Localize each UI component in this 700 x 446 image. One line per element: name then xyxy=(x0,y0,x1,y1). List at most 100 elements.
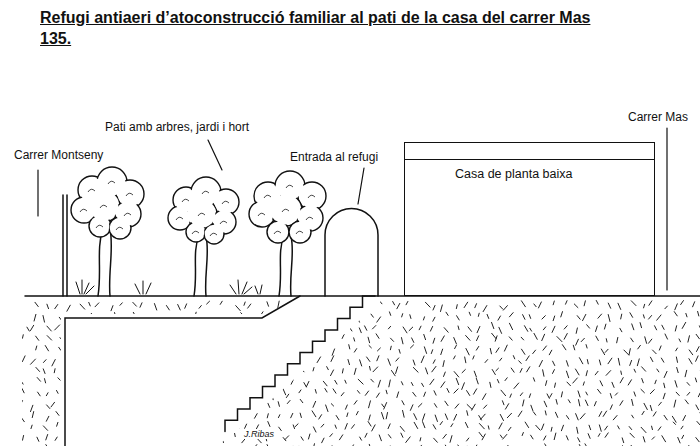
hatch-stroke xyxy=(120,378,121,382)
hatch-stroke xyxy=(111,434,114,438)
hatch-stroke xyxy=(324,317,327,321)
hatch-stroke xyxy=(386,390,387,394)
hatch-stroke xyxy=(331,403,334,406)
hatch-stroke xyxy=(380,301,383,304)
hatch-stroke xyxy=(566,415,569,419)
hatch-stroke xyxy=(675,303,678,310)
stairs xyxy=(225,296,375,432)
hatch-stroke xyxy=(377,348,380,351)
hatch-stroke xyxy=(568,399,570,403)
hatch-stroke xyxy=(261,345,262,351)
hatch-stroke xyxy=(579,357,583,364)
hatch-stroke xyxy=(153,401,156,407)
hatch-stroke xyxy=(301,369,304,372)
hatch-stroke xyxy=(630,433,635,438)
hatch-stroke xyxy=(369,444,370,446)
hatch-stroke xyxy=(300,335,301,340)
hatch-stroke xyxy=(424,346,426,353)
hatch-stroke xyxy=(586,392,588,396)
hatch-stroke xyxy=(661,358,664,363)
hatch-stroke xyxy=(655,380,657,384)
hatch-stroke xyxy=(267,327,269,331)
hatch-stroke xyxy=(223,357,225,361)
hatch-stroke xyxy=(372,425,376,432)
hatch-stroke xyxy=(22,435,23,440)
hatch-stroke xyxy=(604,324,606,330)
hatch-stroke xyxy=(253,337,257,342)
hatch-stroke xyxy=(402,313,403,317)
hatch-stroke xyxy=(679,339,681,343)
hatch-stroke xyxy=(674,311,677,316)
hatch-stroke xyxy=(421,356,424,363)
crown-fill xyxy=(91,217,110,236)
hatch-stroke xyxy=(198,424,200,428)
hatch-stroke xyxy=(586,344,587,348)
hatch-stroke xyxy=(66,437,68,442)
hatch-stroke xyxy=(248,358,250,365)
hatch-stroke xyxy=(446,312,449,316)
hatch-stroke xyxy=(65,370,68,373)
hatch-stroke xyxy=(443,434,447,439)
hatch-stroke xyxy=(234,346,235,351)
hatch-stroke xyxy=(233,403,235,407)
hatch-stroke xyxy=(376,393,379,398)
hatch-stroke xyxy=(260,336,262,340)
hatch-stroke xyxy=(348,326,352,332)
hatch-stroke xyxy=(68,348,72,355)
hatch-stroke xyxy=(358,379,363,384)
hatch-stroke xyxy=(54,325,60,331)
hatch-stroke xyxy=(43,426,48,431)
hatch-stroke xyxy=(233,311,237,317)
hatch-stroke xyxy=(500,306,504,310)
hatch-stroke xyxy=(425,368,427,375)
hatch-stroke xyxy=(613,415,617,420)
hatch-stroke xyxy=(115,326,120,331)
hatch-stroke xyxy=(179,423,181,427)
hatch-stroke xyxy=(277,436,279,442)
hatch-stroke xyxy=(392,301,394,305)
hatch-stroke xyxy=(210,391,212,396)
crown-scribble xyxy=(306,217,313,220)
hatch-stroke xyxy=(327,366,329,370)
hatch-stroke xyxy=(499,358,502,361)
crown-fill xyxy=(272,196,301,225)
hatch-stroke xyxy=(386,412,387,419)
hatch-stroke xyxy=(553,316,555,321)
hatch-stroke xyxy=(195,312,196,316)
hatch-stroke xyxy=(91,366,93,371)
hatch-stroke xyxy=(643,304,644,308)
hatch-stroke xyxy=(561,311,563,317)
hatch-stroke xyxy=(456,304,457,309)
hatch-stroke xyxy=(78,434,82,441)
hatch-stroke xyxy=(22,388,24,393)
hatch-stroke xyxy=(354,337,355,341)
hatch-stroke xyxy=(545,411,546,416)
hatch-stroke xyxy=(274,317,276,322)
hatch-stroke xyxy=(278,301,280,308)
hatch-stroke xyxy=(59,317,62,321)
hatch-stroke xyxy=(413,360,415,366)
hatch-stroke xyxy=(136,381,139,384)
hatch-stroke xyxy=(196,346,198,351)
hatch-stroke xyxy=(652,350,656,354)
hatch-stroke xyxy=(542,334,545,341)
hatch-stroke xyxy=(275,391,277,394)
hatch-stroke xyxy=(46,444,50,446)
crown-fill xyxy=(206,226,223,243)
hatch-stroke xyxy=(243,334,246,338)
hatch-stroke xyxy=(211,356,212,360)
hatch-stroke xyxy=(226,391,228,396)
crown-scribble xyxy=(96,225,103,228)
hatch-stroke xyxy=(277,369,280,374)
hatch-stroke xyxy=(552,369,554,374)
hatch-stroke xyxy=(397,392,399,398)
hatch-stroke xyxy=(377,355,379,361)
hatch-stroke xyxy=(98,325,102,330)
hatch-stroke xyxy=(502,434,507,439)
hatch-stroke xyxy=(67,358,68,363)
hatch-stroke xyxy=(677,367,679,373)
hatch-stroke xyxy=(114,324,116,329)
hatch-stroke xyxy=(117,392,119,396)
hatch-stroke xyxy=(650,389,654,394)
hatch-stroke xyxy=(246,323,249,329)
